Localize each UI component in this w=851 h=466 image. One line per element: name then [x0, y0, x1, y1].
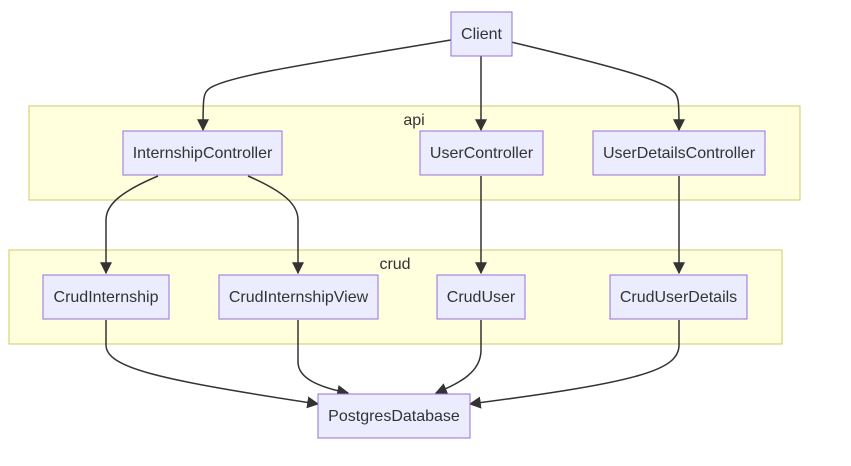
- edges: [100, 39, 685, 409]
- cluster-api-label: api: [403, 112, 424, 129]
- edge-cruduserdetails-postgresdatabase: [468, 320, 680, 409]
- node-usercontroller-label: UserController: [430, 145, 534, 162]
- node-crudinternshipview[interactable]: CrudInternshipView: [218, 274, 379, 320]
- node-cruduserdetails[interactable]: CrudUserDetails: [609, 274, 748, 320]
- node-cruduserdetails-label: CrudUserDetails: [620, 289, 737, 306]
- edge-internshipcontroller-crudinternship: [100, 175, 159, 275]
- edge-cruduser-postgresdatabase: [434, 320, 482, 395]
- node-crudinternship-box: [42, 274, 170, 320]
- node-postgresdatabase-box: [317, 393, 471, 439]
- node-internshipcontroller[interactable]: InternshipController: [122, 130, 283, 176]
- node-crudinternship[interactable]: CrudInternship: [42, 274, 170, 320]
- node-postgresdatabase-label: PostgresDatabase: [328, 408, 460, 425]
- node-userdetailscontroller-label: UserDetailsController: [603, 145, 756, 162]
- node-cruduser[interactable]: CrudUser: [436, 274, 526, 320]
- edge-client-userdetailscontroller: [510, 41, 685, 132]
- node-crudinternshipview-box: [218, 274, 379, 320]
- edge-crudinternship-postgresdatabase: [105, 320, 320, 409]
- node-cruduser-box: [436, 274, 526, 320]
- node-crudinternship-label: CrudInternship: [54, 289, 159, 306]
- node-userdetailscontroller[interactable]: UserDetailsController: [592, 130, 766, 176]
- node-postgresdatabase[interactable]: PostgresDatabase: [317, 393, 471, 439]
- node-internshipcontroller-label: InternshipController: [133, 145, 273, 162]
- node-client-box: [450, 11, 513, 57]
- node-client[interactable]: Client: [450, 11, 513, 57]
- edge-crudinternshipview-postgresdatabase: [297, 320, 350, 397]
- node-usercontroller-box: [419, 130, 544, 176]
- node-usercontroller[interactable]: UserController: [419, 130, 544, 176]
- edge-internshipcontroller-crudinternshipview: [247, 175, 304, 275]
- node-client-label: Client: [461, 26, 502, 43]
- edge-client-internshipcontroller: [197, 39, 452, 132]
- node-internshipcontroller-box: [122, 130, 283, 176]
- node-cruduserdetails-box: [609, 274, 748, 320]
- node-cruduser-label: CrudUser: [447, 289, 516, 306]
- cluster-crud-label: crud: [379, 256, 410, 273]
- node-crudinternshipview-label: CrudInternshipView: [229, 289, 369, 306]
- node-userdetailscontroller-box: [592, 130, 766, 176]
